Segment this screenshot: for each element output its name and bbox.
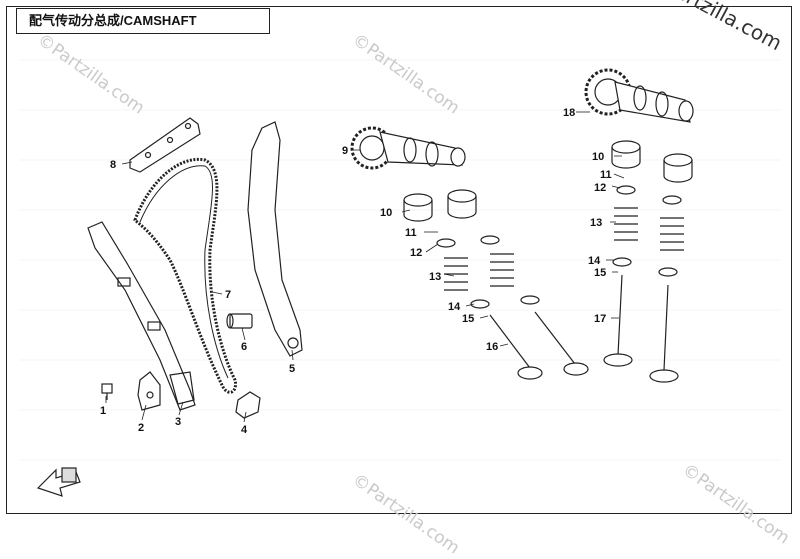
camshaft-exploded-diagram: 1 2 3 4 5 6 7 8 9 10 10 11 11 12 12 13 1…	[20, 59, 780, 497]
callout-1: 1	[100, 405, 106, 417]
callout-16: 16	[486, 341, 498, 353]
chain-tensioner-guide	[87, 221, 196, 411]
callout-5: 5	[289, 363, 295, 375]
callout-13: 13	[429, 271, 441, 283]
valve	[489, 274, 679, 383]
callout-14: 14	[588, 255, 601, 267]
callout-17: 17	[594, 313, 606, 325]
camshaft-exhaust	[584, 68, 694, 123]
callout-10: 10	[592, 151, 604, 163]
callout-11: 11	[600, 169, 612, 181]
callout-14: 14	[448, 301, 461, 313]
callout-12: 12	[410, 247, 422, 259]
callout-4: 4	[241, 424, 248, 436]
callout-9: 9	[342, 145, 348, 157]
timing-chain	[133, 157, 238, 394]
callout-8: 8	[110, 159, 116, 171]
callout-7: 7	[225, 289, 231, 301]
front-arrow-icon	[36, 467, 81, 497]
leader-lines	[105, 111, 625, 423]
callout-6: 6	[241, 341, 247, 353]
tensioner	[235, 391, 261, 419]
callout-3: 3	[175, 416, 181, 428]
bolt	[101, 383, 113, 400]
tensioner-plate	[137, 371, 161, 411]
callout-11: 11	[405, 227, 417, 239]
callout-18: 18	[563, 107, 575, 119]
callout-10: 10	[380, 207, 392, 219]
callout-12: 12	[594, 182, 606, 194]
valve-tappet	[403, 140, 693, 222]
callout-15: 15	[462, 313, 474, 325]
camshaft-intake	[350, 126, 466, 170]
diagram-frame	[6, 6, 792, 514]
chain-guide-top	[129, 117, 201, 173]
callout-13: 13	[590, 217, 602, 229]
diagram-title: 配气传动分总成/CAMSHAFT	[16, 8, 270, 34]
callout-15: 15	[594, 267, 606, 279]
guide-pin	[226, 313, 253, 329]
spring-retainer	[436, 185, 682, 309]
valve-spring	[444, 207, 684, 291]
callout-2: 2	[138, 422, 144, 434]
background-grid	[20, 59, 780, 461]
chain-guide-right	[247, 121, 303, 357]
